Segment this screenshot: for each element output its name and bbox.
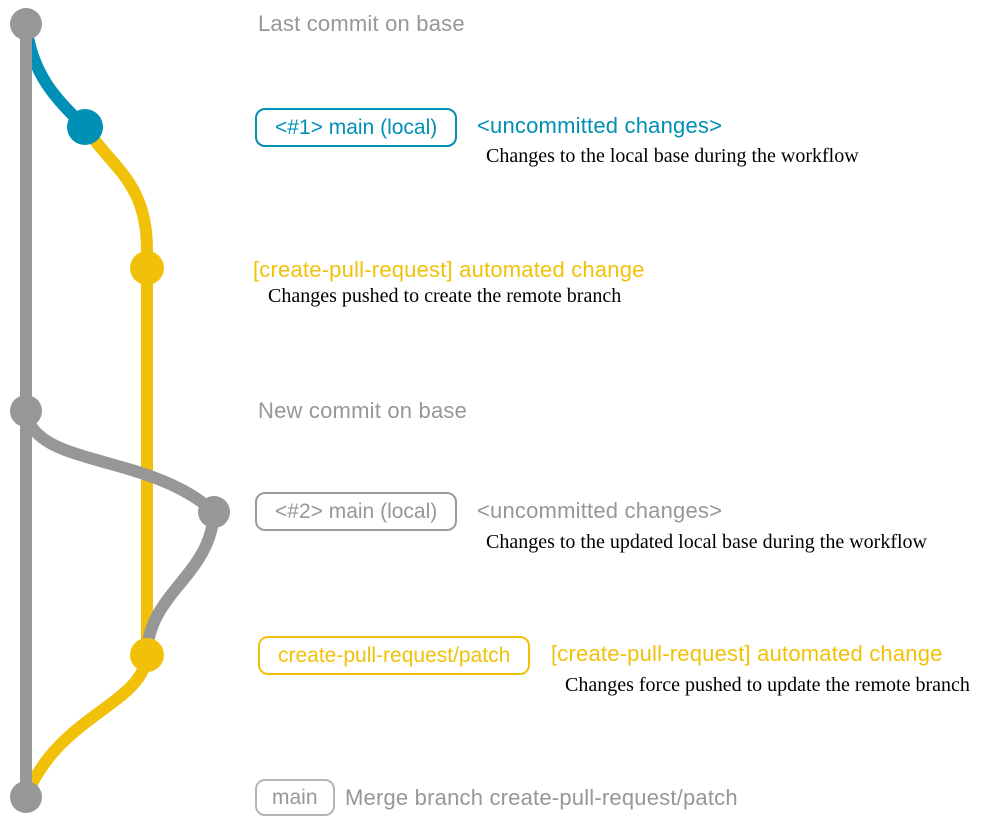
note-changes-force-pushed: Changes force pushed to update the remot… [565, 674, 970, 696]
commit-dot-2 [67, 109, 103, 145]
branch-line-yellow [79, 121, 153, 661]
branch-line-yellow-merge [20, 649, 153, 803]
commit-dot-6 [130, 638, 164, 672]
note-changes-pushed: Changes pushed to create the remote bran… [268, 285, 622, 307]
branch-line-gray-rebase-out [20, 405, 220, 518]
branch-line-gray-rebase-in [141, 506, 220, 658]
commit-dot-4 [10, 395, 42, 427]
commit-dot-7 [10, 781, 42, 813]
branch-tag-main-local-2: <#2> main (local) [255, 492, 458, 531]
branch-tag-main-local-1: <#1> main (local) [255, 108, 458, 147]
commit-message-new-commit-on-base: New commit on base [258, 398, 468, 423]
commit-dot-5 [198, 496, 230, 528]
commit-message-uncommitted-changes-2: <uncommitted changes> [477, 498, 723, 523]
commit-dot-3 [130, 251, 164, 285]
commit-message-automated-change-2: [create-pull-request] automated change [551, 641, 943, 666]
commit-message-merge-branch: Merge branch create-pull-request/patch [345, 785, 738, 810]
commit-dot-1 [10, 8, 42, 40]
commit-message-uncommitted-changes-1: <uncommitted changes> [477, 113, 723, 138]
note-local-base-changes: Changes to the local base during the wor… [486, 145, 859, 167]
note-updated-local-base-changes: Changes to the updated local base during… [486, 531, 927, 553]
commit-message-automated-change-1: [create-pull-request] automated change [253, 257, 645, 282]
branch-tag-main: main [255, 779, 335, 816]
git-graph [10, 8, 230, 813]
commit-message-last-commit-on-base: Last commit on base [258, 11, 465, 36]
branch-tag-create-pull-request-patch: create-pull-request/patch [258, 636, 531, 675]
